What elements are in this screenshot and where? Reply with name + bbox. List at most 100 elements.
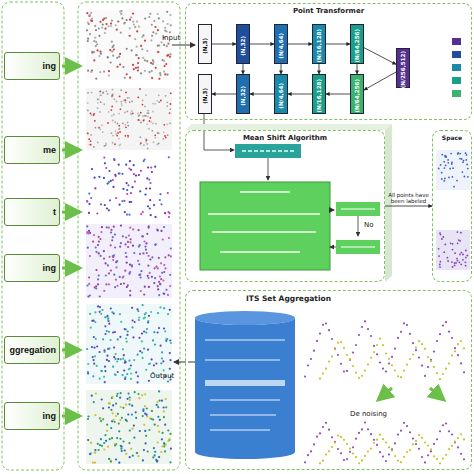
formula-text <box>205 339 285 340</box>
point <box>115 403 117 405</box>
point <box>141 340 143 342</box>
point <box>164 212 166 214</box>
point <box>87 415 89 417</box>
point <box>157 416 159 418</box>
step-label: me <box>43 145 56 155</box>
point <box>100 90 102 92</box>
point <box>86 200 88 202</box>
point <box>127 125 129 127</box>
curve-point <box>418 434 420 436</box>
curve-point <box>352 452 354 454</box>
point <box>122 235 124 237</box>
point-cloud-image <box>86 224 172 298</box>
curve-point <box>427 454 429 456</box>
curve-point <box>418 340 420 342</box>
point <box>114 286 116 288</box>
curve-point <box>349 451 351 453</box>
point <box>87 110 89 112</box>
point <box>91 346 93 348</box>
point <box>88 23 90 25</box>
step-arrow <box>62 65 80 68</box>
point <box>121 173 123 175</box>
point <box>158 327 160 329</box>
point <box>438 168 440 170</box>
point <box>144 115 146 117</box>
point <box>139 253 141 255</box>
point <box>141 333 143 335</box>
point <box>163 410 165 412</box>
point <box>145 94 147 96</box>
point <box>465 257 467 259</box>
point <box>100 420 102 422</box>
curve-point <box>403 456 405 458</box>
point <box>138 397 140 399</box>
point <box>120 448 122 450</box>
point <box>94 451 96 453</box>
curve-point <box>376 444 378 446</box>
point <box>166 101 168 103</box>
point <box>103 177 105 179</box>
point <box>109 403 111 405</box>
point <box>105 283 107 285</box>
curve-point <box>349 358 351 360</box>
point <box>129 19 131 21</box>
curve-point <box>322 426 324 428</box>
point <box>126 182 128 184</box>
curve-point <box>376 439 378 441</box>
point <box>116 285 118 287</box>
point <box>91 51 93 53</box>
curve-point <box>340 341 342 343</box>
point <box>154 277 156 279</box>
curve-point <box>397 459 399 461</box>
point <box>140 72 142 74</box>
point <box>165 30 167 32</box>
point <box>112 236 114 238</box>
point <box>141 394 143 396</box>
point <box>113 356 115 358</box>
point <box>88 203 90 205</box>
curve-point <box>391 356 393 358</box>
curve-point <box>418 356 420 358</box>
point <box>91 168 93 170</box>
point <box>163 132 165 134</box>
point <box>143 160 145 162</box>
point <box>157 425 159 427</box>
point <box>99 417 101 419</box>
point <box>125 337 127 339</box>
point <box>146 414 148 416</box>
point <box>129 290 131 292</box>
decoder-block: (N/16,128) <box>312 74 326 114</box>
point <box>445 165 447 167</box>
point <box>113 347 115 349</box>
point <box>118 56 120 58</box>
point <box>103 290 105 292</box>
point <box>441 172 443 174</box>
point <box>169 108 171 110</box>
point <box>129 227 131 229</box>
curve-point <box>343 347 345 349</box>
curve-point <box>460 433 462 435</box>
point <box>154 134 156 136</box>
curve-point <box>382 455 384 457</box>
point <box>142 211 144 213</box>
point <box>140 45 142 47</box>
point <box>125 236 127 238</box>
point <box>450 242 452 244</box>
point <box>161 357 163 359</box>
curve-point <box>361 375 363 377</box>
curve-point <box>337 448 339 450</box>
output-arrow <box>188 362 195 363</box>
point <box>119 144 121 146</box>
point <box>86 29 88 31</box>
point <box>136 30 138 32</box>
point <box>106 430 108 432</box>
point <box>104 434 106 436</box>
point <box>119 96 121 98</box>
point <box>97 443 99 445</box>
point <box>157 331 159 333</box>
point <box>91 114 93 116</box>
point <box>125 419 127 421</box>
point-cloud-image <box>86 88 172 150</box>
point <box>160 362 162 364</box>
point <box>107 319 109 321</box>
